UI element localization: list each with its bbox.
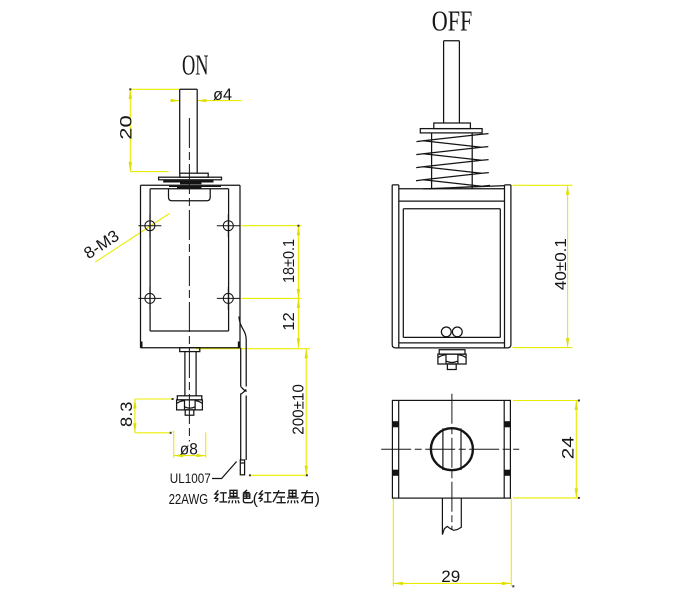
svg-text:(: ( (253, 491, 259, 508)
svg-text:20: 20 (118, 115, 136, 140)
svg-text:18±0.1: 18±0.1 (281, 239, 298, 283)
svg-text:ø4: ø4 (213, 86, 232, 104)
svg-text:12: 12 (281, 312, 298, 331)
svg-text:OFF: OFF (432, 6, 473, 38)
svg-text:24: 24 (560, 436, 578, 459)
svg-text:200±10: 200±10 (291, 384, 308, 435)
svg-text:8.3: 8.3 (118, 402, 136, 428)
svg-text:40±0.1: 40±0.1 (553, 238, 570, 290)
svg-text:): ) (315, 491, 320, 508)
svg-text:ø8: ø8 (180, 441, 198, 459)
svg-text:29: 29 (441, 567, 460, 586)
svg-text:ON: ON (182, 50, 209, 82)
svg-text:22AWG: 22AWG (169, 491, 209, 508)
svg-text:UL1007: UL1007 (170, 471, 211, 486)
